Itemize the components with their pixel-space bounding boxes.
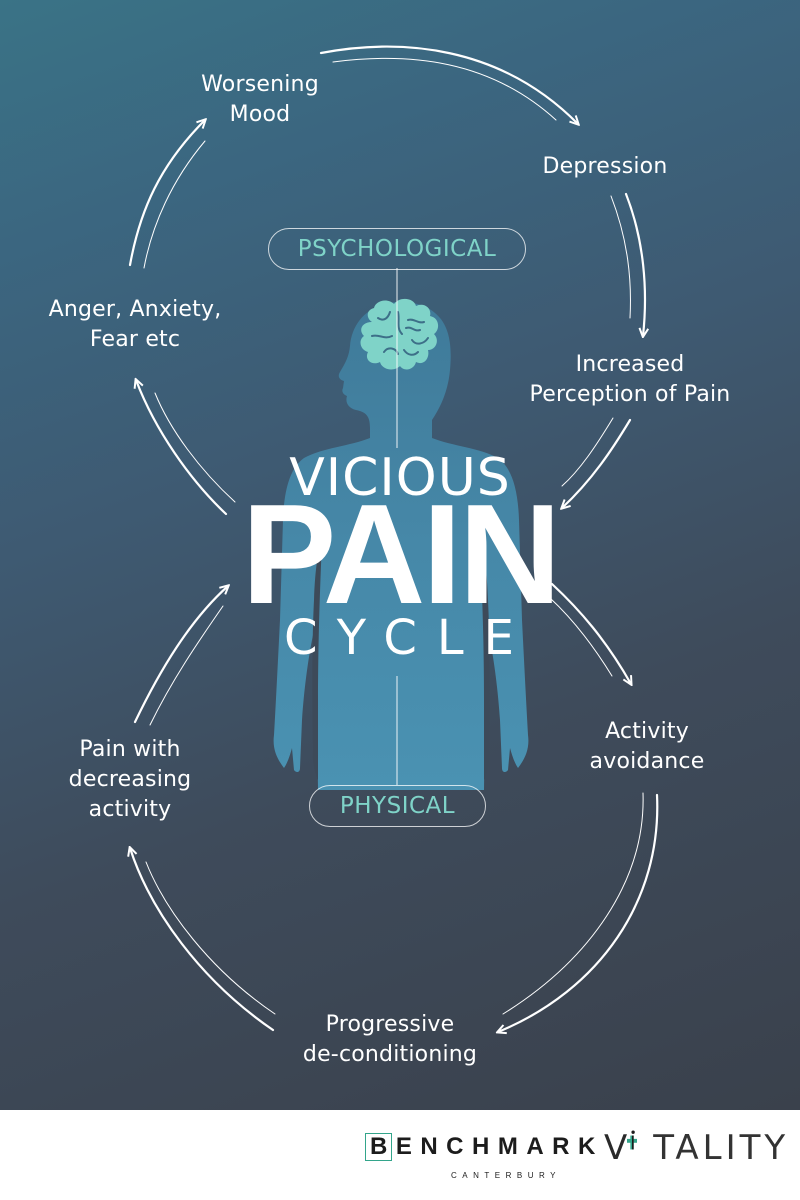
arrow-center-to-anger <box>136 380 228 516</box>
node-anger-anxiety-fear: Anger, Anxiety, Fear etc <box>48 297 222 352</box>
node-progressive-deconditioning: Progressive de-conditioning <box>302 1012 478 1067</box>
title-vicious: VICIOUS <box>289 448 511 508</box>
benchmark-logo-subtitle: CANTERBURY <box>451 1171 561 1180</box>
node-increased-perception: Increased Perception of Pain <box>529 352 731 407</box>
node-depression: Depression <box>542 154 668 179</box>
arrow-deconditioning-to-pain <box>130 848 275 1032</box>
title-cycle: CYCLE <box>284 610 534 666</box>
arrow-avoidance-to-deconditioning <box>498 793 659 1032</box>
diagram-art <box>0 45 659 1110</box>
vitality-logo-rest: TALITY <box>653 1128 790 1168</box>
brain-icon <box>360 298 439 370</box>
arrow-center-to-avoidance <box>550 582 631 684</box>
title-pain: PAIN <box>241 475 562 634</box>
node-worsening-mood: Worsening Mood <box>201 72 319 127</box>
human-silhouette-icon <box>273 302 529 790</box>
benchmark-logo-box <box>365 1133 392 1161</box>
cycle-arrows <box>128 45 659 1032</box>
node-activity-avoidance: Activity avoidance <box>589 719 705 774</box>
arrow-depression-to-perception <box>624 192 645 336</box>
benchmark-logo-text: BENCHMARK <box>370 1133 604 1160</box>
footer <box>0 1110 800 1200</box>
infographic-canvas: PSYCHOLOGICAL PHYSICAL Worsening Mood De… <box>0 0 800 1110</box>
category-psychological: PSYCHOLOGICAL <box>268 228 526 270</box>
node-pain-decreasing-activity: Pain with decreasing activity <box>68 737 192 822</box>
category-physical: PHYSICAL <box>309 785 486 827</box>
vitality-plus-icon <box>627 1130 637 1150</box>
vitality-logo-prefix: V <box>604 1128 632 1168</box>
arrow-perception-to-center <box>562 418 632 508</box>
arrow-pain-to-center <box>133 586 228 724</box>
arrow-mood-to-depression <box>319 45 578 124</box>
arrow-anger-to-mood <box>128 120 205 267</box>
vitality-logo: V TALITY <box>604 1128 789 1168</box>
